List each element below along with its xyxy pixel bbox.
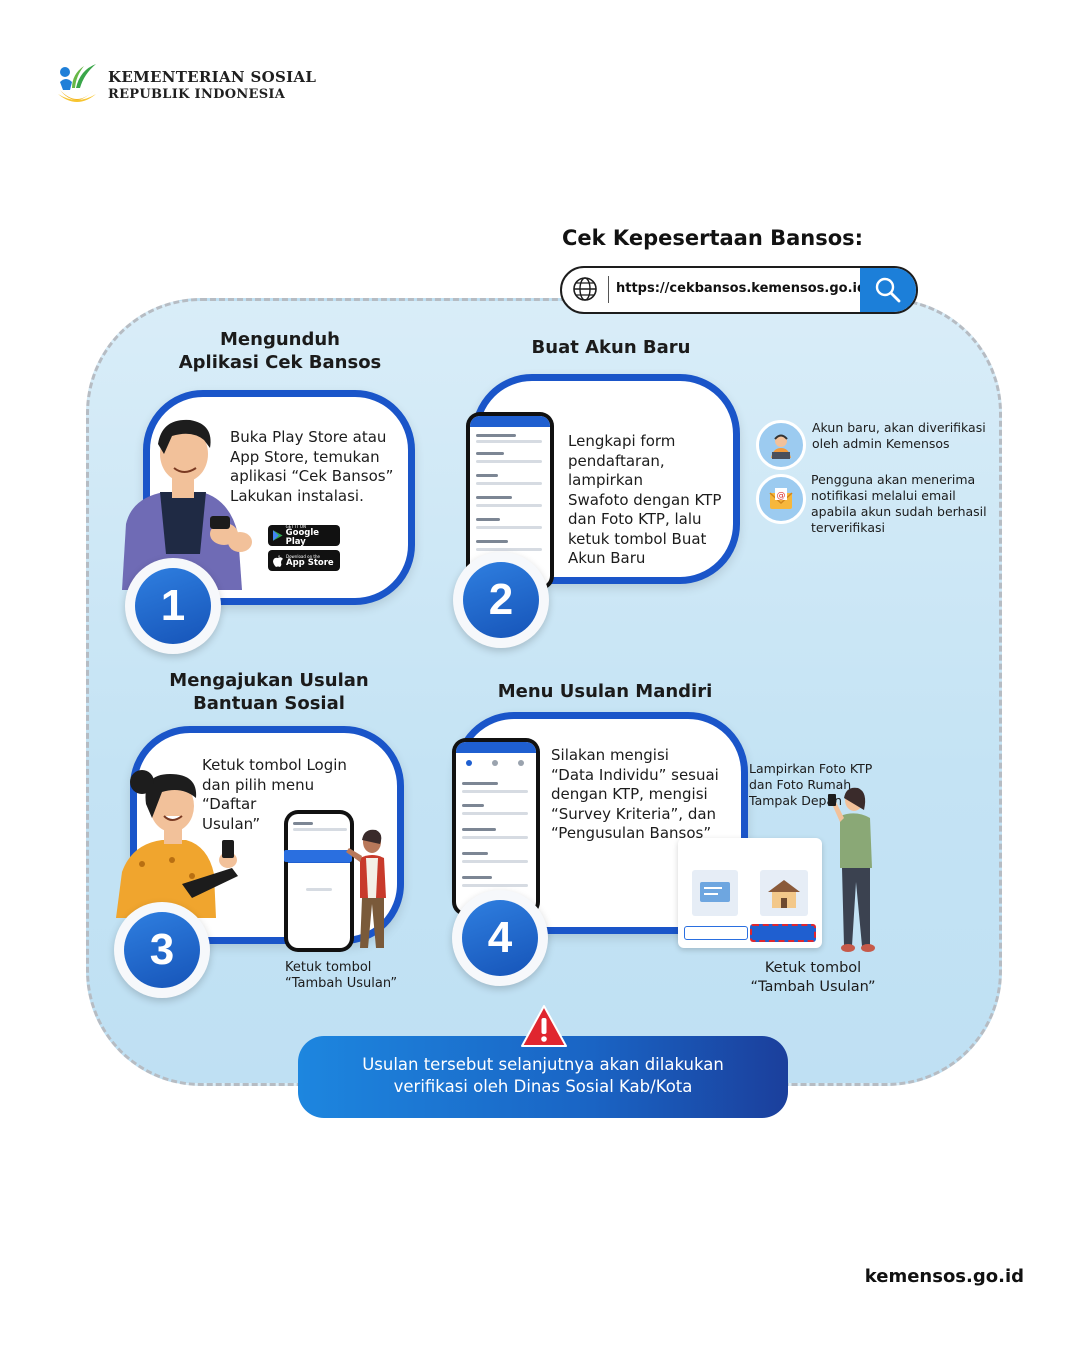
email-notification-icon: @ bbox=[756, 474, 806, 524]
note1-line1: Akun baru, akan diverifikasi bbox=[812, 420, 986, 435]
step2-text-line3: Swafoto dengan KTP bbox=[568, 490, 722, 509]
step1-text-line2: App Store, temukan bbox=[230, 447, 380, 466]
step1-text-line1: Buka Play Store atau bbox=[230, 428, 387, 446]
step3-text-line3: Usulan” bbox=[202, 814, 261, 833]
alert-line2: verifikasi oleh Dinas Sosial Kab/Kota bbox=[393, 1077, 693, 1096]
step3-text-line2: dan pilih menu “Daftar bbox=[202, 775, 315, 814]
app-store-badge-small: Download on the bbox=[286, 553, 320, 559]
step1-title: Mengunduh Aplikasi Cek Bansos bbox=[170, 328, 390, 374]
step3-caption-line1: Ketuk tombol bbox=[285, 960, 372, 975]
step2-text-line2: pendaftaran, lampirkan bbox=[568, 451, 665, 490]
step4-side-text: Lampirkan Foto KTP dan Foto Rumah Tampak… bbox=[749, 761, 879, 809]
app-store-badge-label: App Store bbox=[286, 557, 334, 568]
back-button[interactable] bbox=[684, 926, 748, 940]
url-divider bbox=[608, 276, 609, 303]
note1-line2: oleh admin Kemensos bbox=[812, 436, 950, 451]
step4-title: Menu Usulan Mandiri bbox=[497, 681, 713, 702]
admin-verifier-icon bbox=[756, 420, 806, 470]
step1-text-line4: Lakukan instalasi. bbox=[230, 486, 364, 505]
google-play-badge-small: GET IT ON bbox=[285, 524, 307, 529]
step4-text-line2: “Data Individu” sesuai bbox=[551, 765, 719, 784]
warning-icon bbox=[521, 1005, 567, 1047]
step1-title-line2: Aplikasi Cek Bansos bbox=[178, 352, 382, 373]
step3-title: Mengajukan Usulan Bantuan Sosial bbox=[150, 669, 388, 715]
org-name-line1: KEMENTERIAN SOSIAL bbox=[108, 68, 317, 86]
house-icon bbox=[768, 880, 800, 908]
step3-number: 3 bbox=[124, 912, 200, 988]
footer-domain-link[interactable]: kemensos.go.id bbox=[864, 1266, 1024, 1287]
note2-line4: terverifikasi bbox=[811, 520, 885, 535]
check-title: Cek Kepesertaan Bansos: bbox=[562, 226, 864, 250]
step2-number-badge: 2 bbox=[453, 552, 549, 648]
url-text[interactable]: https://cekbansos.kemensos.go.id/ bbox=[616, 281, 872, 296]
tambah-usulan-button[interactable] bbox=[750, 924, 816, 942]
step2-text-line1: Lengkapi form bbox=[568, 432, 676, 450]
kemensos-logo-icon bbox=[58, 64, 96, 102]
step4-phone-mockup bbox=[452, 738, 540, 916]
step2-text-line5: ketuk tombol Buat bbox=[568, 529, 707, 548]
step3-caption: Ketuk tombol “Tambah Usulan” bbox=[285, 960, 425, 992]
url-bar[interactable]: https://cekbansos.kemensos.go.id/ bbox=[560, 266, 918, 314]
step4-text: Silakan mengisi “Data Individu” sesuai d… bbox=[551, 746, 741, 844]
step1-number: 1 bbox=[135, 568, 211, 644]
step3-number-badge: 3 bbox=[114, 902, 210, 998]
step4-number-badge: 4 bbox=[452, 890, 548, 986]
step2-text-line4: dan Foto KTP, lalu bbox=[568, 510, 702, 528]
step2-number: 2 bbox=[463, 562, 539, 638]
note2-line1: Pengguna akan menerima bbox=[811, 472, 976, 487]
note2-line2: notifikasi melalui email bbox=[811, 488, 956, 503]
step4-side-line2: dan Foto Rumah bbox=[749, 777, 852, 792]
globe-icon bbox=[573, 277, 597, 301]
tambah-usulan-highlight-button[interactable] bbox=[284, 850, 352, 862]
verification-alert-banner: Usulan tersebut selanjutnya akan dilakuk… bbox=[298, 1036, 788, 1118]
search-button[interactable] bbox=[860, 268, 916, 312]
step4-caption-line2: “Tambah Usulan” bbox=[750, 979, 876, 995]
step3-text: Ketuk tombol Login dan pilih menu “Dafta… bbox=[202, 756, 372, 834]
man-pointing-illustration bbox=[346, 829, 386, 948]
step4-text-line5: “Pengusulan Bansos” bbox=[551, 824, 712, 842]
step2-text-line6: Akun Baru bbox=[568, 549, 646, 567]
id-card-icon bbox=[700, 882, 730, 902]
step1-text-line3: aplikasi “Cek Bansos” bbox=[230, 467, 394, 485]
step3-title-line2: Bantuan Sosial bbox=[193, 693, 345, 714]
step3-title-line1: Mengajukan Usulan bbox=[169, 670, 369, 691]
search-icon bbox=[875, 277, 901, 303]
org-name: KEMENTERIAN SOSIAL REPUBLIK INDONESIA bbox=[108, 68, 316, 103]
note-admin-verification: Akun baru, akan diverifikasi oleh admin … bbox=[812, 420, 992, 452]
step4-side-line3: Tampak Depan bbox=[749, 793, 843, 808]
step2-text: Lengkapi form pendaftaran, lampirkan Swa… bbox=[568, 432, 733, 569]
woman-standing-illustration bbox=[828, 787, 875, 952]
step2-title: Buat Akun Baru bbox=[531, 337, 691, 358]
note-email-notification: Pengguna akan menerima notifikasi melalu… bbox=[811, 472, 993, 536]
step4-text-line1: Silakan mengisi bbox=[551, 746, 669, 764]
step1-title-line1: Mengunduh bbox=[220, 329, 340, 350]
step4-caption: Ketuk tombol “Tambah Usulan” bbox=[746, 959, 880, 997]
woman-with-phone-illustration bbox=[116, 770, 238, 918]
google-play-icon bbox=[273, 530, 283, 541]
step3-phone-mockup bbox=[284, 810, 354, 952]
step3-caption-line2: “Tambah Usulan” bbox=[285, 976, 398, 991]
house-photo-placeholder bbox=[760, 870, 808, 916]
step4-side-line1: Lampirkan Foto KTP bbox=[749, 761, 873, 776]
upload-photo-mockup bbox=[678, 838, 822, 948]
apple-icon bbox=[273, 554, 283, 567]
step4-text-line3: dengan KTP, mengisi bbox=[551, 785, 708, 803]
org-name-line2: REPUBLIK INDONESIA bbox=[108, 87, 286, 102]
alert-line1: Usulan tersebut selanjutnya akan dilakuk… bbox=[362, 1055, 724, 1074]
google-play-badge-label: Google Play bbox=[285, 528, 320, 547]
step3-text-line1: Ketuk tombol Login bbox=[202, 756, 347, 774]
step4-caption-line1: Ketuk tombol bbox=[764, 960, 862, 976]
step1-number-badge: 1 bbox=[125, 558, 221, 654]
step4-text-line4: “Survey Kriteria”, dan bbox=[551, 804, 717, 823]
note2-line3: apabila akun sudah berhasil bbox=[811, 504, 987, 519]
ktp-photo-placeholder bbox=[692, 870, 738, 916]
step1-text: Buka Play Store atau App Store, temukan … bbox=[230, 428, 400, 506]
step4-number: 4 bbox=[462, 900, 538, 976]
svg-text:@: @ bbox=[777, 491, 786, 501]
